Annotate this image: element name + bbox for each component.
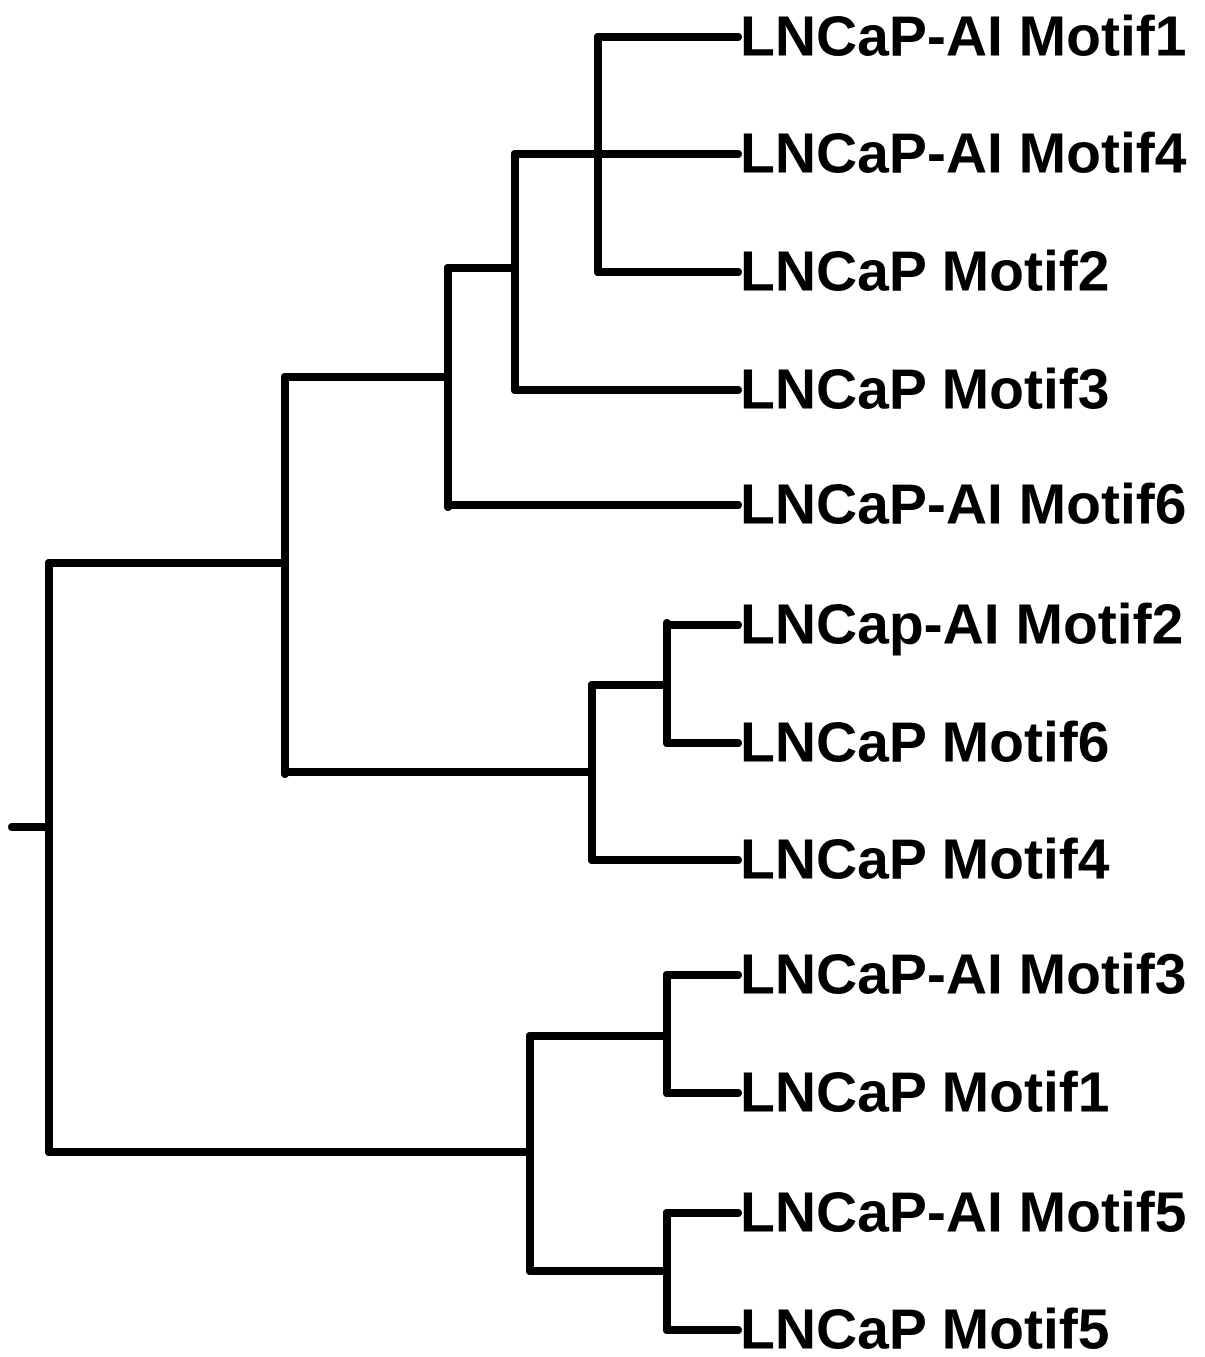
leaf-label-lncap-ai-motif2: LNCap-AI Motif2 — [740, 592, 1184, 657]
leaf-label-lncap-motif1: LNCaP Motif1 — [740, 1060, 1110, 1125]
leaf-label-lncap-motif6: LNCaP Motif6 — [740, 710, 1110, 775]
leaf-label-lncap-ai-motif4: LNCaP-AI Motif4 — [740, 121, 1187, 186]
leaf-label-lncap-ai-motif3: LNCaP-AI Motif3 — [740, 942, 1187, 1007]
leaf-label-lncap-ai-motif5: LNCaP-AI Motif5 — [740, 1180, 1187, 1245]
leaf-label-lncap-ai-motif1: LNCaP-AI Motif1 — [740, 4, 1187, 69]
leaf-label-lncap-motif4: LNCaP Motif4 — [740, 827, 1110, 892]
leaf-label-lncap-motif3: LNCaP Motif3 — [740, 357, 1110, 422]
leaf-label-lncap-ai-motif6: LNCaP-AI Motif6 — [740, 472, 1187, 537]
leaf-label-lncap-motif2: LNCaP Motif2 — [740, 239, 1110, 304]
leaf-label-lncap-motif5: LNCaP Motif5 — [740, 1297, 1110, 1357]
